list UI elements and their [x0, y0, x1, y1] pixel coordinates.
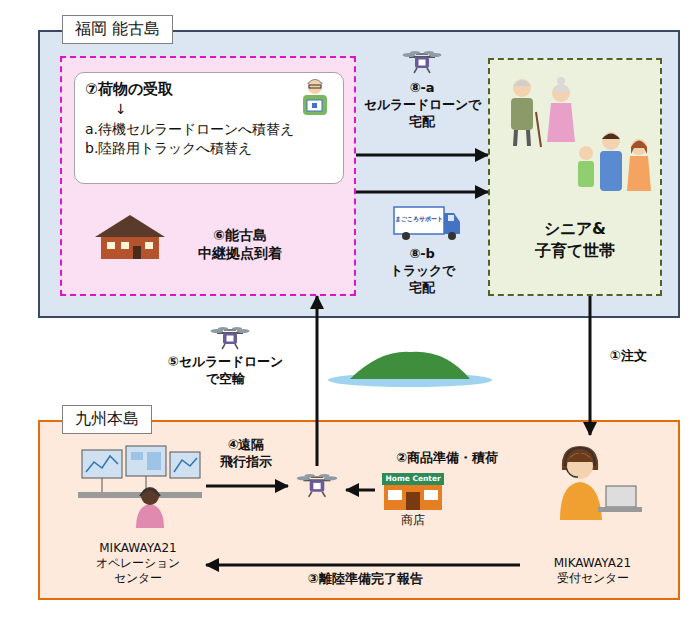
edge-label-holder: ⑧-a セルラードローンで 宅配: [358, 80, 486, 131]
edge-label-holder: ①注文: [608, 348, 649, 365]
step-label: ⑧-b トラックで 宅配: [384, 246, 460, 297]
edge-label-holder: ③離陸準備完了報告: [306, 571, 425, 588]
node-text: 商店: [401, 513, 425, 528]
shop-building: [382, 473, 444, 510]
step-label: ①注文: [608, 348, 649, 365]
node-text: シニア& 子育て世帯: [535, 218, 615, 261]
drone-icon: [211, 327, 250, 349]
label-holder: まごころサポート: [395, 215, 443, 222]
relay-zone: ⑥能古島 中継拠点到着 ⑦荷物の受取↓a.待機セルラードローンへ積替えb.陸路用ト…: [60, 56, 356, 296]
step-label: ②商品準備・積荷: [394, 450, 500, 467]
step-label: ④遠隔 飛行指示: [218, 437, 274, 471]
node-text: 福岡 能古島: [75, 19, 160, 40]
text-holder: シニア& 子育て世帯: [535, 218, 615, 261]
flow-arrow: [589, 296, 592, 435]
household-people: [511, 77, 651, 191]
shop-sign-text: Home Center: [386, 474, 441, 483]
flow-arrow: [206, 564, 520, 567]
drone-icon: [297, 474, 338, 497]
node-text: ↓: [85, 100, 333, 120]
relay-house: [95, 215, 165, 259]
flow-arrow: [316, 296, 319, 466]
step-label: ⑧-a セルラードローンで 宅配: [358, 80, 486, 131]
node-text: b.陸路用トラックへ積替え: [85, 139, 333, 159]
truck-icon: [394, 207, 460, 240]
text-holder: ⑥能古島 中継拠点到着: [198, 226, 282, 262]
flow-arrow: [346, 489, 375, 492]
flow-arrow: [356, 154, 488, 157]
flow-arrow: [206, 485, 288, 488]
region-tab: 九州本島: [62, 405, 152, 434]
flow-arrow: [356, 191, 488, 194]
staff-person: [303, 79, 327, 115]
receptionist: [560, 446, 642, 520]
node-text: MIKAWAYA21 オペレーション センター: [96, 541, 180, 586]
truck-text: まごころサポート: [395, 215, 443, 222]
edge-label-holder: ④遠隔 飛行指示: [218, 437, 274, 471]
region-tab: 福岡 能古島: [62, 15, 173, 44]
node-text: ⑥能古島 中継拠点到着: [198, 226, 282, 262]
edge-label-holder: ②商品準備・積荷: [394, 450, 500, 467]
node-text: MIKAWAYA21 受付センター: [554, 556, 631, 586]
operator-desk: [78, 446, 202, 528]
node-text: ⑦荷物の受取: [85, 79, 333, 100]
island: [328, 352, 492, 387]
node-text: a.待機セルラードローンへ積替え: [85, 120, 333, 140]
step-label: ③離陸準備完了報告: [306, 571, 425, 588]
node-text: 九州本島: [75, 409, 139, 430]
label-holder: Home Center: [386, 474, 441, 483]
drone-icon: [403, 51, 442, 73]
step-label: ⑤セルラードローン で空輸: [166, 354, 285, 388]
edge-label-holder: ⑤セルラードローン で空輸: [166, 354, 285, 388]
receive-box: ⑦荷物の受取↓a.待機セルラードローンへ積替えb.陸路用トラックへ積替え: [74, 72, 344, 184]
edge-label-holder: ⑧-b トラックで 宅配: [384, 246, 460, 297]
